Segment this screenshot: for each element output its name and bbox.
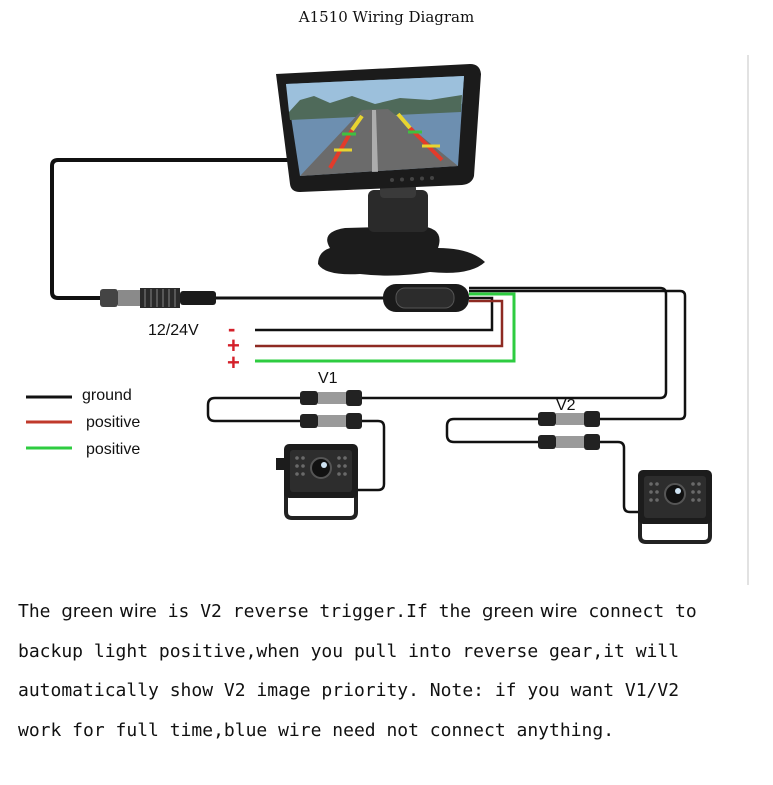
positive-wire-red [255, 299, 504, 348]
junction-box [383, 284, 469, 312]
v2-loop-cable [445, 417, 538, 444]
legend-label-positive-red: positive [86, 414, 141, 431]
v1-label: V1 [318, 370, 338, 387]
monitor-cable [50, 158, 292, 300]
v2-connector-bottom [538, 434, 600, 450]
note-line-2: backup light positive,when you pull into… [18, 640, 680, 662]
v2-camera-icon [638, 470, 712, 544]
v1-camera-cable [356, 419, 386, 492]
v2-label: V2 [556, 397, 576, 414]
wiring-note: The green wire is V2 reverse trigger.If … [18, 592, 768, 750]
plus-sign-red: + [227, 333, 240, 358]
wiring-diagram [26, 55, 749, 585]
note-line-3: automatically show V2 image priority. No… [18, 680, 680, 701]
ground-wire [255, 296, 494, 332]
v2-connector-top [538, 411, 600, 427]
legend-label-ground: ground [82, 387, 132, 404]
monitor-icon [276, 64, 485, 276]
v1-connector-top [300, 390, 362, 406]
v2-camera-cable [600, 440, 640, 514]
v1-connector-bottom [300, 413, 362, 429]
positive-wire-green [255, 292, 516, 363]
v1-camera-icon [276, 444, 358, 520]
v1-loop-cable [206, 396, 300, 423]
legend-label-positive-green: positive [86, 441, 141, 458]
v1-main-cable [360, 286, 668, 400]
power-label: 12/24V [148, 322, 199, 339]
note-line-4: work for full time,blue wire need not co… [18, 719, 615, 741]
monitor-connector [100, 288, 216, 308]
minus-sign: - [228, 316, 236, 341]
diagram-title: A1510 Wiring Diagram [298, 8, 475, 26]
plus-sign-green: + [227, 350, 240, 375]
note-line-1: The green wire is V2 reverse trigger.If … [18, 601, 697, 622]
v2-main-cable [469, 289, 687, 421]
